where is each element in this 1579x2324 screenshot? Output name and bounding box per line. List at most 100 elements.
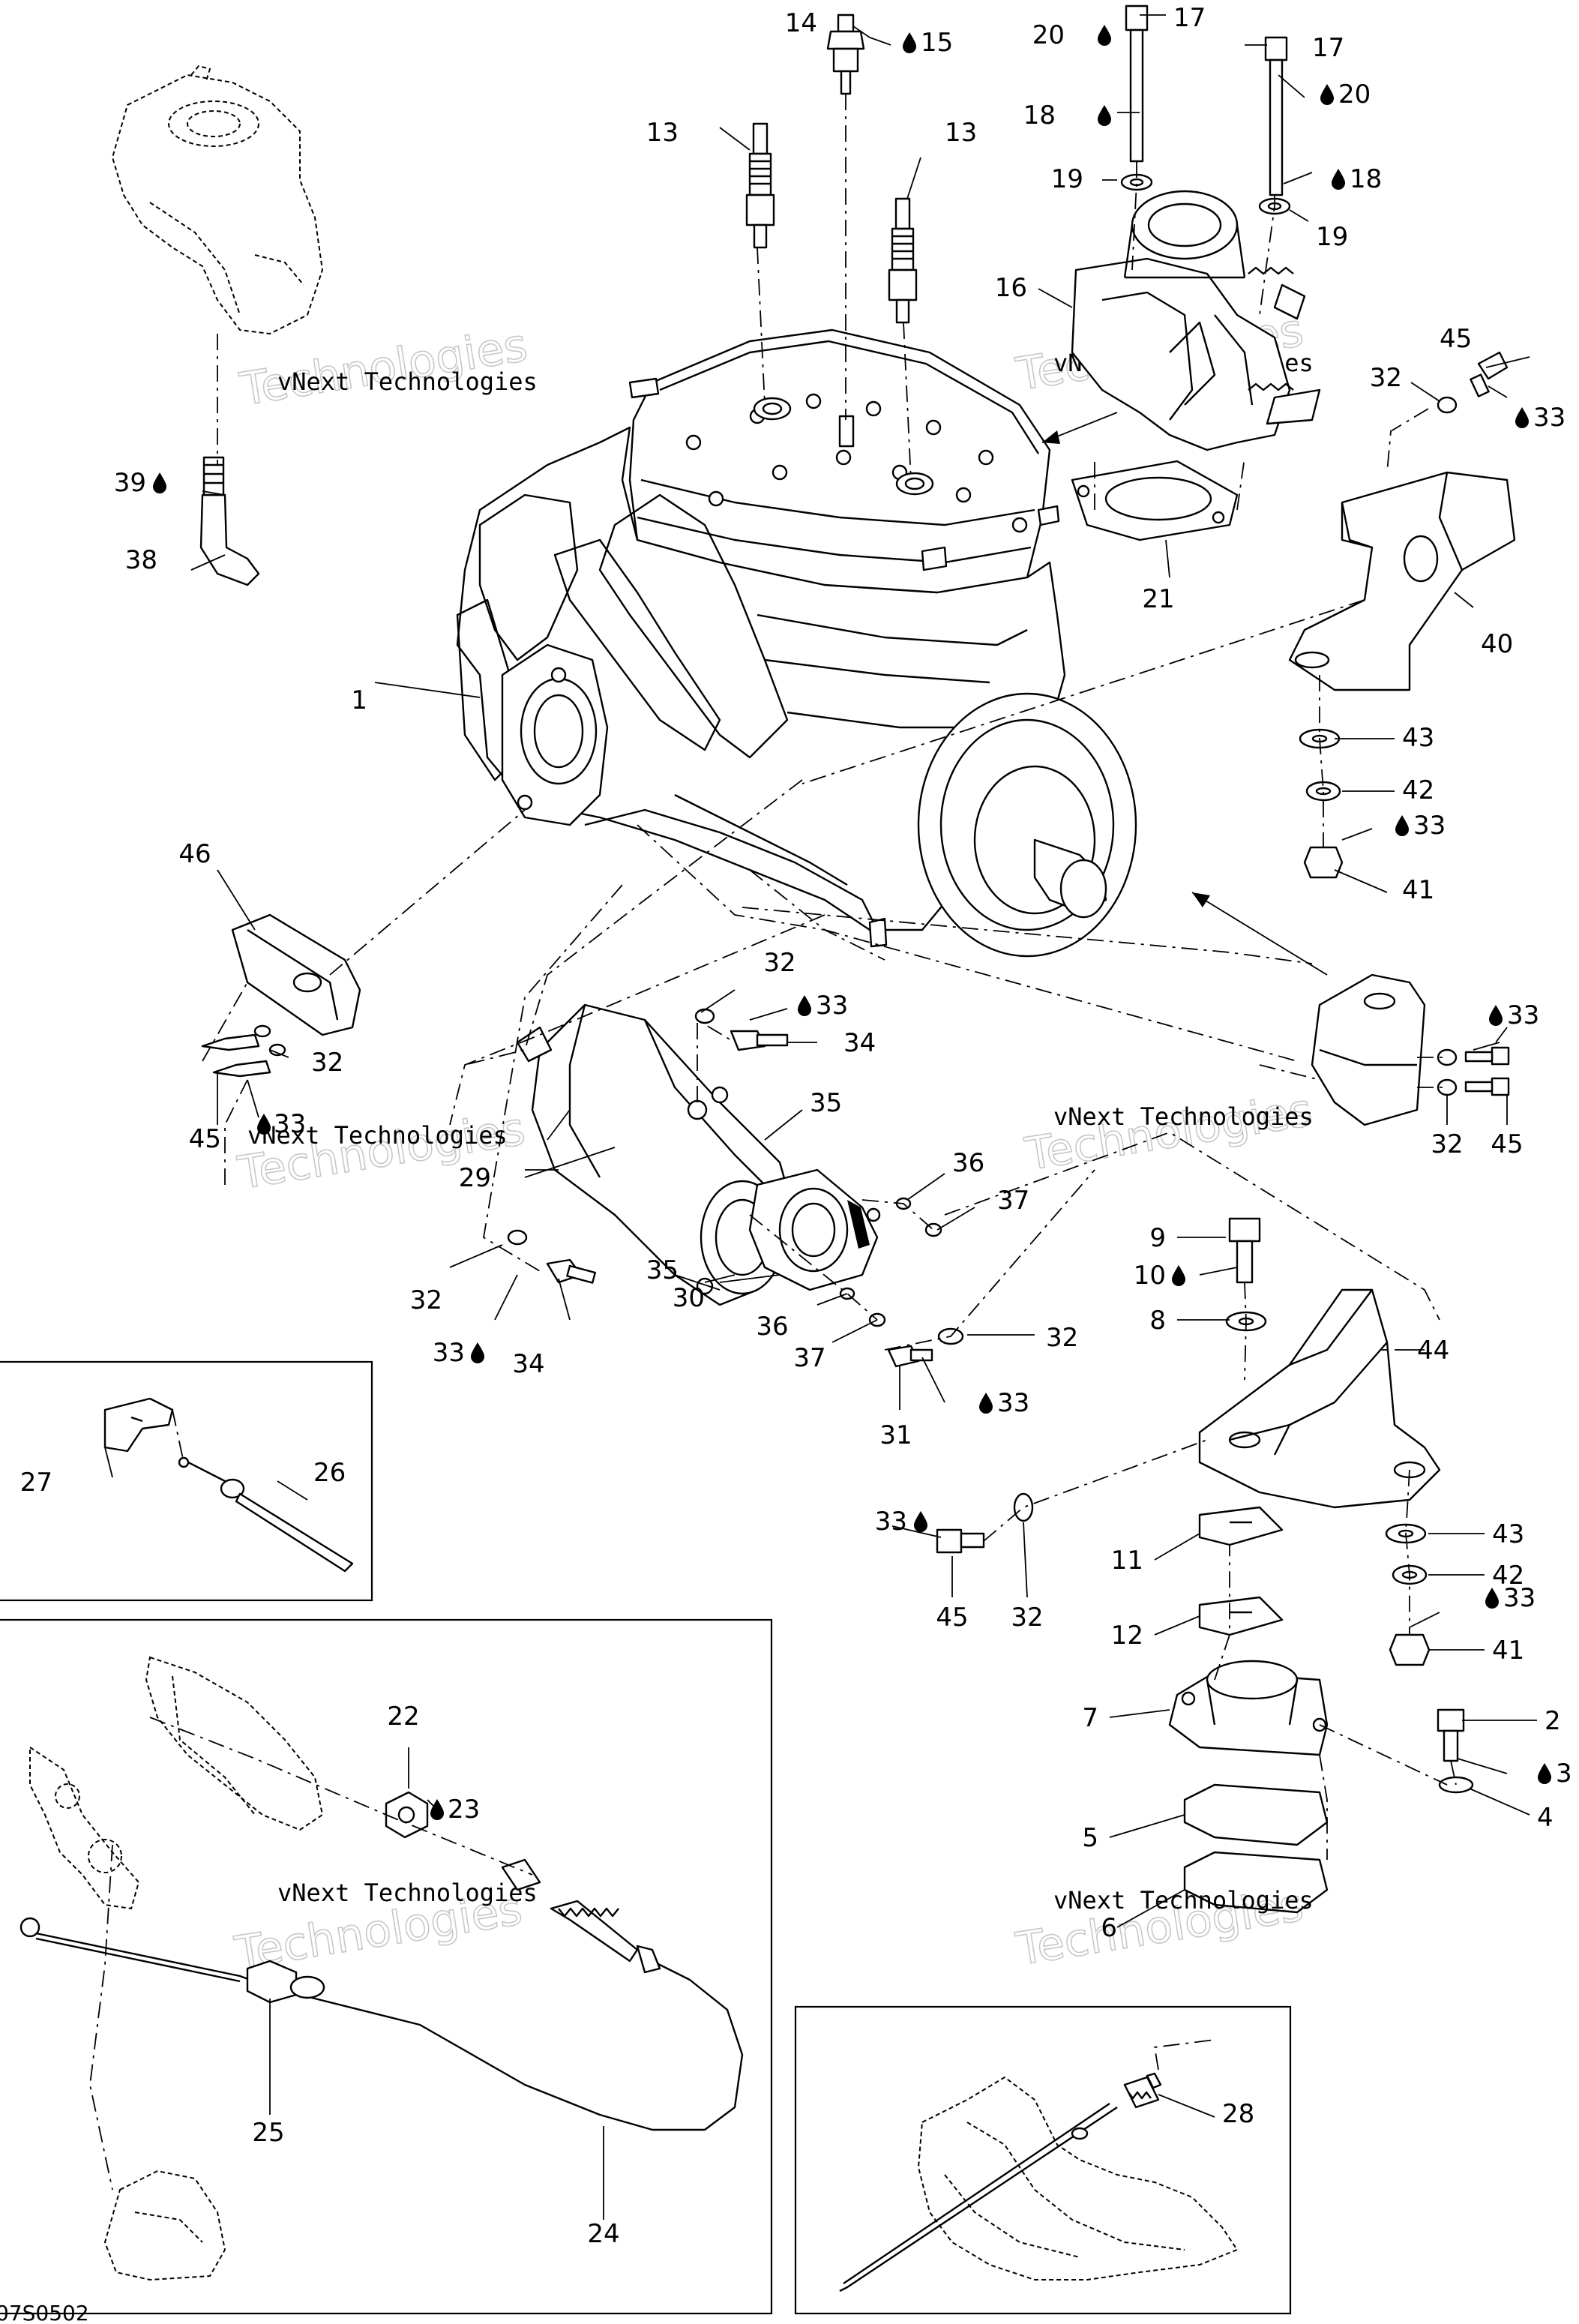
callout-13-right: 13 — [945, 118, 977, 148]
ghost-carb-bracket — [29, 1656, 324, 2281]
engine-mount-bracket-right-side — [1311, 973, 1426, 1126]
callout-17-right: 17 — [1312, 33, 1344, 63]
bolt-45-lower-center — [936, 1528, 985, 1554]
oil-drop-icon — [471, 1342, 484, 1363]
washer-32-starter-upper — [694, 1008, 715, 1024]
oil-drop-icon — [257, 1114, 271, 1135]
oil-drop-icon — [1332, 169, 1345, 190]
carb-gasket — [1071, 460, 1239, 541]
callout-33-bracket-44: 33 — [1503, 1583, 1536, 1613]
callout-33-starter-lower: 33 — [433, 1338, 465, 1368]
callout-31: 31 — [879, 1420, 912, 1450]
callout-20-right: 20 — [1338, 79, 1371, 109]
oil-drop-icon — [1172, 1265, 1185, 1286]
oil-drop-icon — [979, 1393, 993, 1414]
shim-12 — [1198, 1596, 1284, 1636]
rubber-mount-7 — [1168, 1660, 1329, 1756]
callout-3: 3 — [1556, 1759, 1572, 1789]
shim-5 — [1183, 1783, 1329, 1846]
callout-34-upper: 34 — [843, 1028, 876, 1058]
callout-5: 5 — [1082, 1823, 1098, 1853]
starter-support — [748, 1168, 881, 1291]
callout-10: 10 — [1134, 1261, 1166, 1291]
oil-drop-icon — [430, 1799, 444, 1820]
drawing-code: 07S0502 — [0, 2301, 89, 2324]
oil-drop-icon — [1489, 1005, 1503, 1026]
oil-drop-icon — [153, 472, 166, 493]
oil-drop-icon — [903, 32, 916, 53]
bolt-45-left-upper — [201, 1033, 260, 1051]
callout-12: 12 — [1111, 1621, 1143, 1651]
callout-45-lower-center: 45 — [936, 1603, 968, 1633]
callout-37-upper: 37 — [997, 1186, 1029, 1216]
callout-labels: 1 2 3 4 5 6 7 8 9 10 11 12 13 13 14 15 1… — [20, 3, 1572, 2249]
callout-17-left: 17 — [1173, 3, 1206, 33]
callout-32-right-side: 32 — [1431, 1129, 1463, 1159]
oil-drop-icon — [1515, 407, 1529, 428]
callout-41-upper: 41 — [1402, 875, 1434, 905]
oil-drop-icon — [1098, 25, 1111, 46]
callout-21: 21 — [1142, 584, 1174, 614]
oil-drop-icon — [1320, 84, 1334, 105]
callout-37-lower: 37 — [793, 1343, 825, 1373]
callout-leaders — [104, 14, 1537, 2220]
cable-end-26 — [178, 1456, 354, 1573]
callout-33-bracket-40: 33 — [1413, 811, 1446, 841]
washer-32-lower-center-2 — [1013, 1492, 1034, 1522]
callout-27: 27 — [20, 1468, 52, 1498]
callout-40: 40 — [1481, 629, 1513, 659]
callout-35-lower: 35 — [646, 1255, 679, 1285]
callout-38: 38 — [125, 545, 157, 575]
callout-29: 29 — [459, 1163, 491, 1193]
engine-mount-bracket-44 — [1198, 1288, 1441, 1509]
callout-9: 9 — [1149, 1223, 1166, 1253]
callout-45-left-bracket: 45 — [189, 1124, 221, 1154]
throttle-cable-24 — [19, 1858, 744, 2131]
callout-42-lower: 42 — [1492, 1561, 1524, 1591]
callout-44: 44 — [1417, 1336, 1449, 1366]
shim-11 — [1198, 1506, 1284, 1546]
inset-box-throttle-cable-end — [0, 1360, 373, 1602]
callout-42-upper: 42 — [1402, 775, 1434, 805]
callout-43-upper: 43 — [1402, 723, 1434, 753]
nut-41-upper — [1303, 846, 1344, 879]
oil-drop-icon — [1485, 1588, 1499, 1609]
spark-plug-right — [888, 197, 918, 324]
callout-13-left: 13 — [646, 118, 679, 148]
bolt-2 — [1437, 1708, 1465, 1762]
callout-15: 15 — [921, 28, 953, 58]
callout-30: 30 — [673, 1283, 705, 1313]
washer-32-upper-right — [1437, 396, 1458, 414]
oil-drop-icon — [1538, 1763, 1551, 1784]
callout-41-lower: 41 — [1492, 1636, 1524, 1666]
throttle-body — [1071, 190, 1321, 451]
callout-19-right: 19 — [1316, 222, 1348, 252]
bolt-45-upper-right — [1470, 351, 1509, 397]
callout-36-lower: 36 — [756, 1312, 788, 1342]
callout-28: 28 — [1222, 2099, 1254, 2129]
callout-6: 6 — [1101, 1913, 1117, 1943]
callout-32-upper-right: 32 — [1370, 363, 1402, 393]
bolt-9 — [1228, 1217, 1261, 1284]
callout-33-center: 33 — [997, 1388, 1029, 1418]
temperature-sender — [826, 13, 865, 95]
callout-8: 8 — [1149, 1306, 1166, 1336]
callout-46: 46 — [178, 839, 211, 869]
carb-bolt-right — [1264, 36, 1288, 196]
inset-box-throttle-cable — [0, 1618, 773, 2315]
callout-45-upper-right: 45 — [1440, 324, 1472, 354]
watermark-small: vNext Technologies — [1053, 1102, 1314, 1131]
callout-18-right: 18 — [1350, 164, 1382, 194]
washer-32-starter-lower — [507, 1229, 528, 1246]
callout-11: 11 — [1111, 1546, 1143, 1576]
callout-4: 4 — [1537, 1803, 1554, 1833]
pto-flywheel — [917, 692, 1137, 958]
nut-41-lower — [1389, 1633, 1431, 1666]
bolt-45-left-lower — [212, 1060, 271, 1078]
direction-arrows — [1041, 412, 1328, 976]
oil-drop-icon — [914, 1511, 927, 1532]
lubrication-drops — [153, 25, 1551, 1820]
oil-drop-icon — [798, 995, 811, 1016]
callout-43-lower: 43 — [1492, 1519, 1524, 1549]
